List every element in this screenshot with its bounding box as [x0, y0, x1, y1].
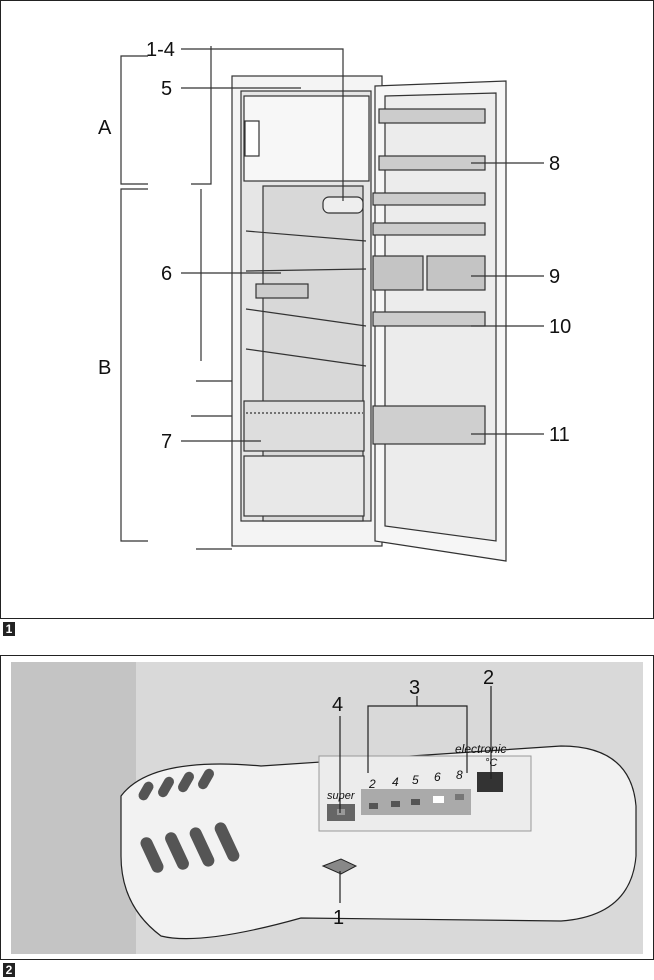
temp-led-8	[455, 794, 464, 800]
temp-label: 4	[392, 775, 399, 789]
temp-led-6-active	[433, 796, 444, 803]
callout-11: 11	[549, 424, 570, 446]
super-label: super	[327, 790, 356, 802]
callout-7: 7	[161, 431, 172, 453]
figure-number-1: 1	[3, 622, 15, 636]
figure-1-refrigerator-overview: 1-4 5 A B 6 7 8 9 10 11	[0, 0, 654, 619]
temp-led-5	[411, 799, 420, 805]
temp-led-2	[369, 803, 378, 809]
temp-label: 5	[412, 773, 419, 787]
callout-A: A	[98, 117, 112, 139]
callout-9: 9	[549, 266, 560, 288]
temperature-button[interactable]	[477, 772, 503, 792]
figure-number-2: 2	[3, 963, 15, 977]
callout-1-4: 1-4	[146, 39, 175, 61]
temp-led-4	[391, 801, 400, 807]
refrigerator-illustration: 1-4 5 A B 6 7 8 9 10 11	[98, 39, 571, 562]
callout-10: 10	[549, 316, 571, 338]
light-switch	[321, 858, 358, 875]
figure-2-control-panel: super 2 4 5 6 8 electronic °C 4 3 2 1	[0, 655, 654, 960]
callout-3: 3	[409, 677, 420, 699]
callout-2: 2	[483, 667, 494, 689]
callout-6: 6	[161, 263, 172, 285]
brand-label: electronic	[455, 742, 506, 756]
control-panel-illustration: super 2 4 5 6 8 electronic °C 4 3 2 1	[11, 662, 643, 954]
callout-1: 1	[333, 907, 344, 929]
callout-5: 5	[161, 78, 172, 100]
temp-label: 8	[456, 768, 463, 782]
callout-8: 8	[549, 153, 560, 175]
temp-label: 6	[434, 770, 441, 784]
callout-4: 4	[332, 694, 343, 716]
callout-B: B	[98, 357, 111, 379]
temp-label: 2	[368, 777, 376, 791]
